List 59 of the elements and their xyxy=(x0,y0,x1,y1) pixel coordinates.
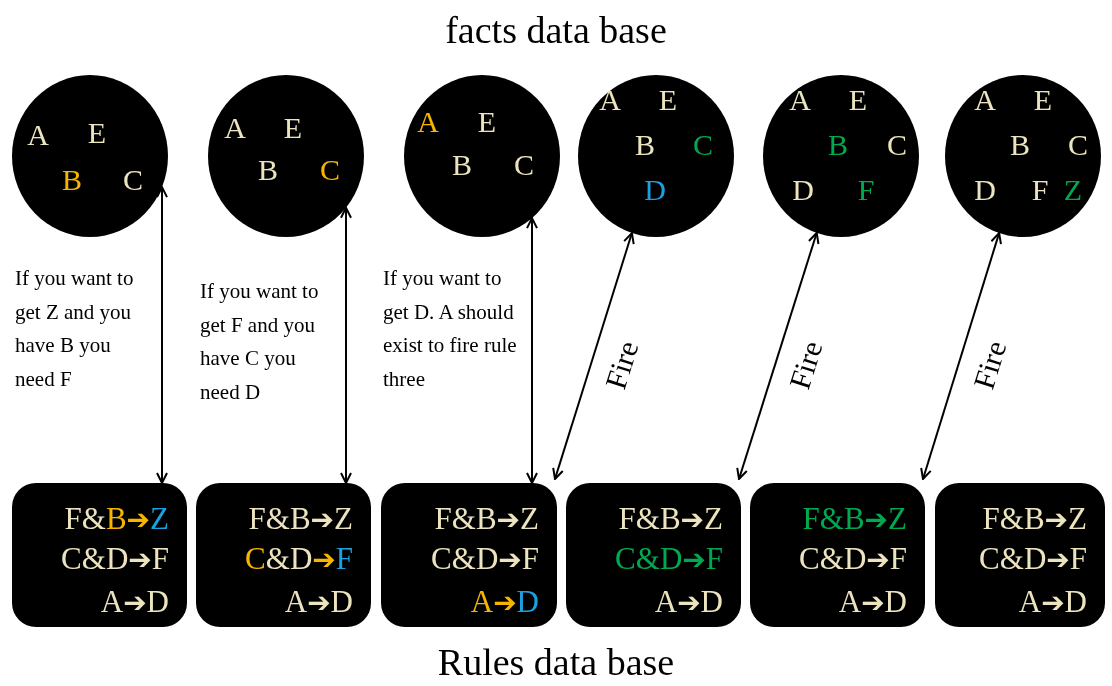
fact-letter: B xyxy=(828,130,848,160)
rule-text: A➔D xyxy=(284,586,353,617)
title: facts data base xyxy=(444,8,668,52)
fact-letter: Z xyxy=(1063,175,1083,205)
rule-text: A➔D xyxy=(1018,586,1087,617)
fact-letter: F xyxy=(1031,175,1049,205)
note-text: If you want to get F and you have C you need D xyxy=(200,278,320,406)
rule-text: F&B➔Z xyxy=(802,503,907,534)
fact-letter: B xyxy=(258,155,278,185)
rule-text: C&D➔F xyxy=(245,543,353,574)
fact-letter: C xyxy=(1068,130,1088,160)
double-arrow xyxy=(920,232,1002,480)
fact-letter: A xyxy=(417,107,439,137)
rule-text: A➔D xyxy=(470,586,539,617)
fact-letter: D xyxy=(792,175,814,205)
fact-letter: D xyxy=(644,175,666,205)
fact-letter: C xyxy=(514,150,534,180)
fact-letter: E xyxy=(477,107,497,137)
rule-text: C&D➔F xyxy=(615,543,723,574)
caption: Rules data base xyxy=(436,640,676,684)
double-arrow xyxy=(526,217,538,484)
fact-letter: A xyxy=(27,120,49,150)
fact-letter: E xyxy=(283,113,303,143)
rule-text: A➔D xyxy=(838,586,907,617)
fact-letter: E xyxy=(87,118,107,148)
rule-text: F&B➔Z xyxy=(248,503,353,534)
fact-letter: A xyxy=(974,85,996,115)
double-arrow xyxy=(340,206,352,484)
fact-letter: F xyxy=(857,175,875,205)
fact-letter: C xyxy=(693,130,713,160)
fact-letter: A xyxy=(789,85,811,115)
rule-text: F&B➔Z xyxy=(434,503,539,534)
fact-letter: C xyxy=(320,155,340,185)
fact-letter: D xyxy=(974,175,996,205)
rule-text: C&D➔F xyxy=(431,543,539,574)
fact-letter: E xyxy=(658,85,678,115)
note-text: If you want to get Z and you have B you need F xyxy=(15,265,135,393)
rule-text: C&D➔F xyxy=(61,543,169,574)
rule-text: F&B➔Z xyxy=(64,503,169,534)
fact-letter: E xyxy=(848,85,868,115)
fact-letter: A xyxy=(599,85,621,115)
fact-letter: A xyxy=(224,113,246,143)
fact-letter: B xyxy=(452,150,472,180)
rule-text: A➔D xyxy=(100,586,169,617)
rule-text: A➔D xyxy=(654,586,723,617)
rule-text: F&B➔Z xyxy=(982,503,1087,534)
rule-text: F&B➔Z xyxy=(618,503,723,534)
fact-letter: B xyxy=(635,130,655,160)
note-text: If you want to get D. A should exist to fire rule three xyxy=(383,265,518,393)
fact-letter: C xyxy=(887,130,907,160)
rule-text: C&D➔F xyxy=(979,543,1087,574)
double-arrow xyxy=(156,186,168,484)
rule-text: C&D➔F xyxy=(799,543,907,574)
fact-letter: E xyxy=(1033,85,1053,115)
fact-letter: C xyxy=(123,165,143,195)
fact-letter: B xyxy=(62,165,82,195)
fact-letter: B xyxy=(1010,130,1030,160)
double-arrow xyxy=(552,232,635,480)
double-arrow xyxy=(736,231,820,480)
